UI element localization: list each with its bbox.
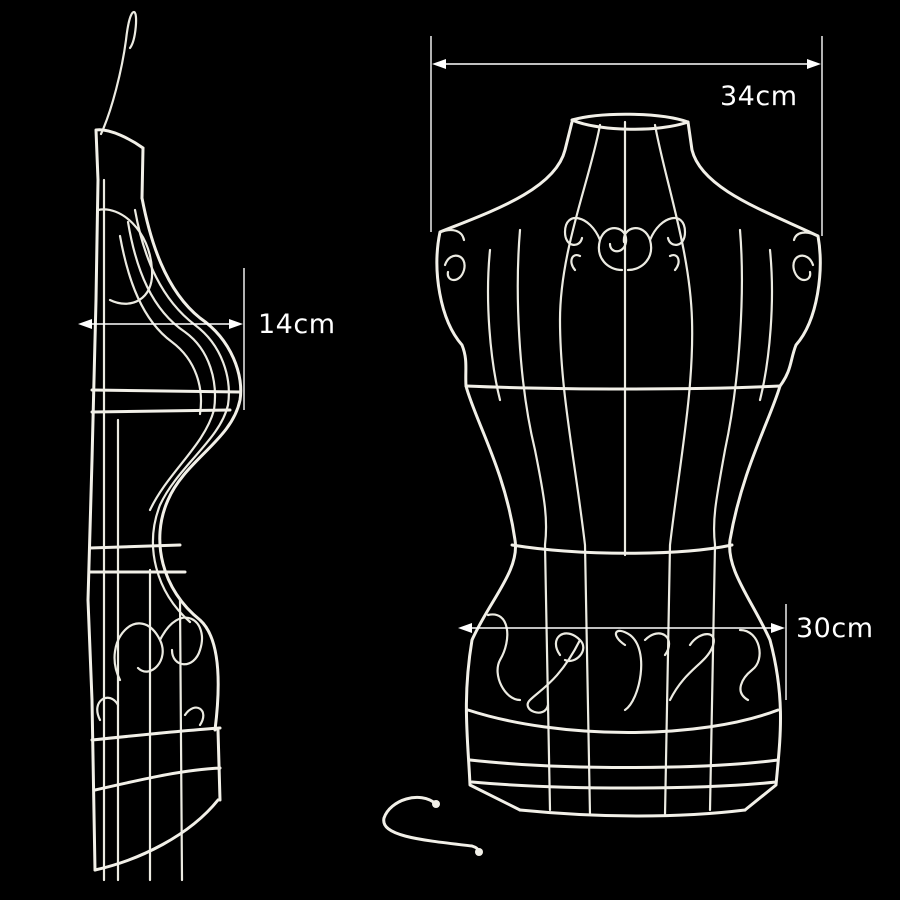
side-hip-scrolls <box>96 616 205 727</box>
dimension-side-depth <box>78 268 245 410</box>
front-vertical-ribs <box>486 120 774 817</box>
side-bust-curve-4 <box>118 234 203 416</box>
side-shoulder-loop <box>96 208 154 305</box>
dimension-hip-width <box>458 604 787 700</box>
label-shoulder-width: 34cm <box>720 81 798 112</box>
hook-wire <box>382 795 480 852</box>
front-bust-ring <box>464 384 782 391</box>
detached-hanging-hook <box>382 795 483 856</box>
side-bust-curve-2 <box>133 208 230 624</box>
hook-end-cap-bottom <box>475 848 483 856</box>
hook-end-cap-top <box>432 800 440 808</box>
side-bust-ring <box>90 388 242 414</box>
dim-shoulder-arrow-right <box>807 59 821 69</box>
mannequin-side-view <box>86 10 243 882</box>
front-outline-right <box>686 120 822 812</box>
dim-depth-arrow-right <box>229 319 243 329</box>
front-hip-scrolls <box>486 613 761 714</box>
side-top-hook <box>99 10 138 136</box>
label-side-depth: 14cm <box>258 309 336 340</box>
dim-hip-arrow-right <box>771 623 785 633</box>
front-chest-scrolls <box>563 216 687 272</box>
side-bottom-rings <box>90 726 222 872</box>
front-neck <box>570 112 690 131</box>
front-hip-rings <box>466 708 780 818</box>
label-hip-width: 30cm <box>796 613 874 644</box>
side-bust-curve-1 <box>140 196 243 732</box>
side-back-outline <box>86 178 100 872</box>
side-vertical-wires <box>102 178 184 882</box>
dim-shoulder-arrow-left <box>432 59 446 69</box>
front-shoulder-scrolls <box>443 254 815 282</box>
front-outline-left <box>435 120 574 812</box>
mannequin-front-view <box>435 112 822 818</box>
side-neck <box>94 128 145 200</box>
dimension-shoulder-width <box>430 36 823 236</box>
front-waist-ring <box>510 543 734 555</box>
front-shoulder-caps <box>438 229 820 242</box>
dim-depth-arrow-left <box>78 319 92 329</box>
dim-hip-arrow-left <box>458 623 472 633</box>
side-bust-curve-3 <box>126 220 217 512</box>
